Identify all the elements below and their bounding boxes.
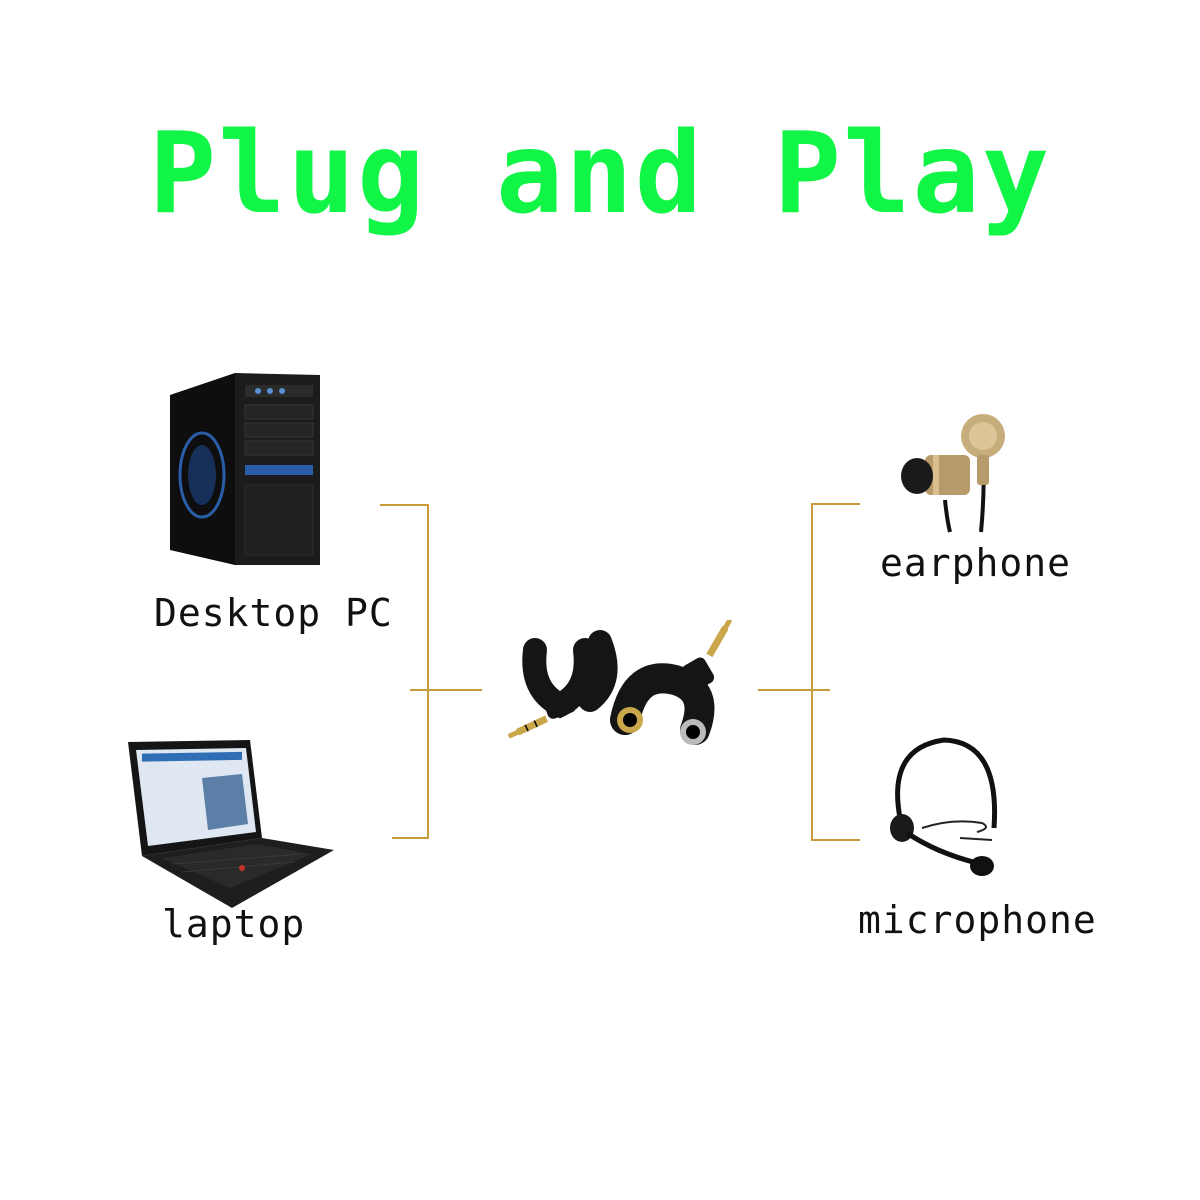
right-plug-pin — [706, 625, 729, 658]
microphone-label: microphone — [858, 898, 1097, 942]
y-splitter-adapter-icon — [508, 620, 732, 745]
right-bracket — [811, 503, 860, 841]
left-plug-pin — [516, 715, 549, 736]
earphone-label: earphone — [880, 541, 1072, 585]
connector-group — [380, 503, 860, 841]
laptop-label: laptop — [162, 902, 306, 946]
desktop-pc-icon — [170, 373, 320, 565]
desktop-pc-label: Desktop PC — [154, 591, 393, 635]
left-bracket — [380, 504, 429, 839]
earphone-icon — [901, 414, 1005, 533]
page-title: Plug and Play — [148, 109, 1052, 239]
drive-bay-accent — [245, 465, 313, 475]
laptop-icon — [128, 740, 334, 908]
headset-microphone-icon — [890, 737, 998, 876]
